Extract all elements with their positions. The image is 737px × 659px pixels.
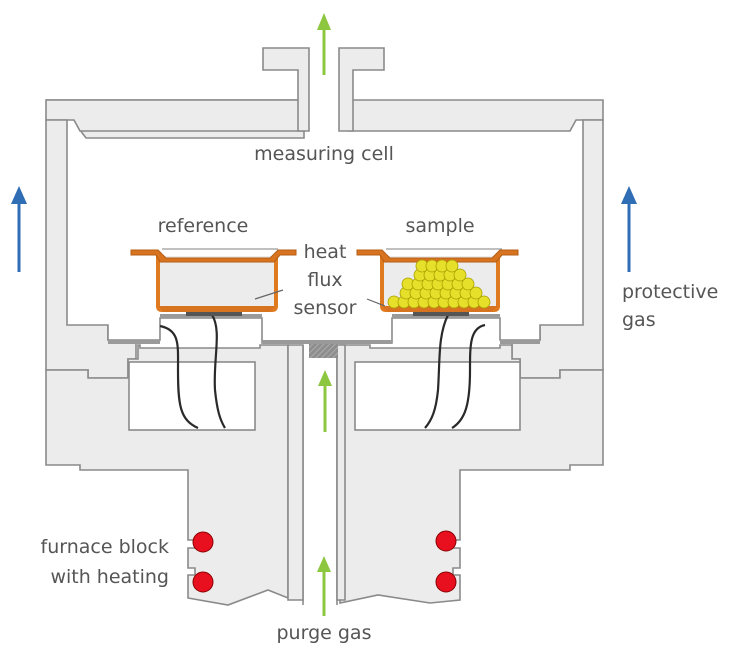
sample-crucible [356,248,519,316]
label-purge-gas: purge gas [277,622,372,644]
sample-granule [477,295,491,309]
sensor-pointer-right [366,298,386,307]
lid-left [45,99,305,132]
ledge-right [500,340,540,344]
protective-gas-arrow-right-icon [621,186,637,272]
channel-wall-left [287,344,304,601]
label-reference: reference [158,215,249,237]
reference-sensor-plate [186,312,242,316]
ledge-center [262,340,392,344]
label-protective: protective [622,281,718,303]
purge-gas-inlet-arrow-lower-icon [317,556,331,616]
sample-granule [445,259,459,273]
sample-material [387,259,491,309]
reference-crucible [130,248,297,316]
outlet-left-chimney [262,47,310,132]
sample-granule [461,277,475,291]
heating-elements [192,530,457,593]
purge-gas-inlet-arrow-upper-icon [318,370,332,432]
label-heat: heat [304,241,347,263]
purge-gas-outlet-arrow-icon [317,13,331,75]
label-flux: flux [307,269,342,291]
wire-cavity-left [128,361,256,431]
label-sample: sample [405,215,474,237]
ledge-left [108,340,160,344]
protective-gas-arrow-left-icon [11,186,27,272]
label-gas: gas [622,309,656,331]
heating-element-icon [192,571,214,593]
heating-element-icon [192,531,214,553]
sample-granule [469,286,483,300]
channel-wall-right [336,344,346,601]
lid [45,47,604,139]
heating-element-icon [435,530,457,552]
gas-filter-plug [309,340,338,358]
sample-granule [453,268,467,282]
sample-sensor-plate [413,312,469,316]
sensor-pointer-left [254,289,284,300]
label-measuring-cell: measuring cell [254,143,394,165]
label-with-heating: with heating [50,566,169,588]
label-sensor: sensor [294,297,357,319]
lid-right [348,99,604,132]
outlet-right-chimney [338,47,385,132]
purge-gas-channel [303,345,337,607]
label-furnace-block: furnace block [41,536,169,558]
heating-element-icon [435,571,457,593]
thermocouple-wires [159,314,486,430]
